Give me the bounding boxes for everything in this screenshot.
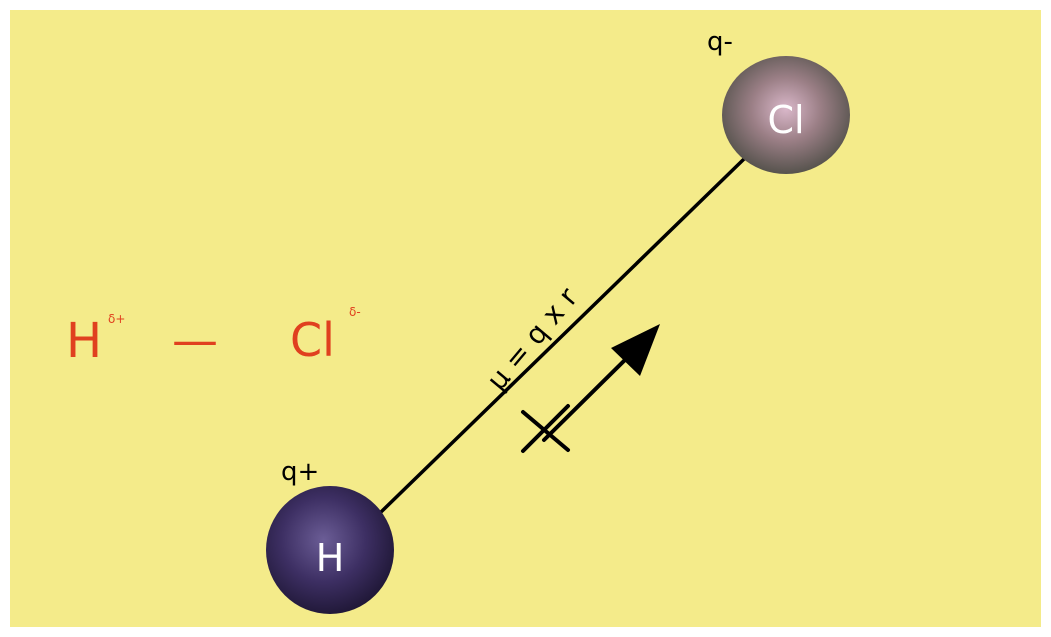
chlorine-symbol: Cl (767, 98, 804, 142)
diagram-background (10, 10, 1041, 627)
formula-right-superscript: δ- (349, 305, 361, 319)
formula-bond: — (172, 313, 218, 367)
formula-left-superscript: δ+ (108, 312, 125, 326)
hydrogen-symbol: H (316, 536, 345, 580)
hydrogen-charge-label: q+ (281, 457, 319, 487)
chlorine-charge-label: q- (707, 27, 733, 57)
formula-left-symbol: H (66, 313, 102, 369)
formula-right-symbol: Cl (290, 313, 335, 367)
